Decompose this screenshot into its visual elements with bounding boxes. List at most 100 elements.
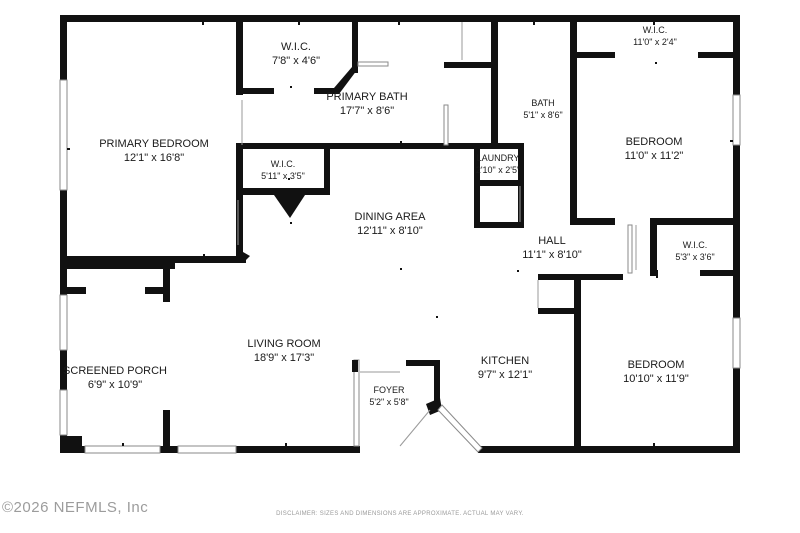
wall-wic-diagonal	[334, 67, 357, 94]
tick	[655, 62, 657, 64]
wall-porch-ledge-right	[145, 287, 170, 294]
tick	[202, 22, 204, 25]
wall-laundry-closet-bottom	[474, 222, 524, 228]
label-primary-bath: PRIMARY BATH	[326, 91, 407, 103]
dims-primary-bedroom: 12'1" x 16'8"	[124, 152, 184, 164]
tick	[517, 270, 519, 272]
dims-primary-bath: 17'7" x 8'6"	[340, 105, 394, 117]
label-laundry: LAUNDRY	[477, 153, 520, 163]
disclaimer-text: DISCLAIMER: SIZES AND DIMENSIONS ARE APP…	[276, 511, 524, 517]
wall-small-wic-bottom	[236, 188, 330, 195]
wall-wic-hall-left	[650, 218, 657, 276]
dims-laundry: 2'10" x 2'5"	[476, 165, 520, 175]
label-primary-bedroom: PRIMARY BEDROOM	[99, 138, 209, 150]
wall-right	[733, 15, 740, 453]
bath-shelf	[357, 61, 389, 67]
dims-bedroom-bottom: 10'10" x 11'9"	[623, 373, 689, 385]
dims-wic-primary-small: 5'11" x 3'5"	[261, 171, 305, 181]
doors	[237, 22, 637, 453]
label-kitchen: KITCHEN	[481, 355, 529, 367]
wall-porch-ledge-left	[60, 287, 86, 294]
dims-kitchen: 9'7" x 12'1"	[478, 369, 532, 381]
bath-shelf-vertical	[443, 104, 449, 146]
wall-bottom-right	[478, 446, 740, 453]
wall-bedroom-top-bottom-left	[570, 218, 615, 225]
dims-wic-primary-top: 7'8" x 4'6"	[272, 55, 320, 67]
wall-laundry-bottom	[474, 180, 522, 186]
dims-living-room: 18'9" x 17'3"	[254, 352, 314, 364]
window-bedroom-bottom	[732, 317, 741, 369]
wall-foyer-left-stub	[352, 360, 358, 372]
label-foyer: FOYER	[373, 385, 405, 395]
wall-wic-hall-bottom-left	[650, 270, 658, 276]
label-living-room: LIVING ROOM	[247, 338, 320, 350]
label-wic-hall: W.I.C.	[683, 240, 708, 250]
tick	[400, 141, 402, 143]
wall-foyer-top	[406, 360, 440, 366]
tick	[730, 140, 733, 142]
label-hall: HALL	[538, 235, 566, 247]
label-screened-porch: SCREENED PORCH	[63, 365, 167, 377]
window-porch-bottom	[84, 445, 161, 454]
tick	[203, 254, 205, 256]
tick	[288, 178, 290, 180]
wall-bedroom-bottom-left	[574, 274, 581, 453]
label-wic-primary-small: W.I.C.	[271, 159, 296, 169]
tick	[290, 86, 292, 88]
dims-wic-top-right: 11'0" x 2'4"	[633, 37, 677, 47]
tick	[298, 22, 300, 25]
wall-wic-tr-bottom-right	[698, 52, 740, 58]
window-porch-upper	[59, 294, 68, 351]
wall-porch-top	[60, 262, 175, 269]
dims-foyer: 5'2" x 5'8"	[369, 397, 408, 407]
label-bedroom-bottom: BEDROOM	[628, 359, 685, 371]
dims-hall: 11'1" x 8'10"	[522, 249, 582, 261]
wall-laundry-right	[518, 143, 524, 228]
wall-wic-tr-bottom-left	[570, 52, 615, 58]
room-labels: PRIMARY BEDROOM 12'1" x 16'8" W.I.C. 7'8…	[63, 25, 715, 407]
wall-wic-bottom-left	[236, 88, 274, 94]
wall-primary-wic-left	[236, 15, 243, 95]
tick	[653, 443, 655, 446]
dims-wic-hall: 5'3" x 3'6"	[675, 252, 714, 262]
window-bedroom-top	[732, 94, 741, 146]
tick	[67, 148, 70, 150]
dims-dining-area: 12'11" x 8'10"	[357, 225, 423, 237]
label-bedroom-top: BEDROOM	[626, 136, 683, 148]
wall-primary-bed-right	[236, 145, 243, 263]
wall-left	[60, 15, 67, 453]
wall-hall-closet-top	[538, 274, 580, 280]
tick	[653, 22, 655, 25]
porch-corner-post	[60, 436, 82, 453]
dimension-ticks	[67, 22, 733, 446]
wall-bath-left	[491, 15, 498, 145]
tick	[290, 222, 292, 224]
tick	[122, 443, 124, 446]
wall-porch-divider-upper	[163, 262, 170, 302]
tick	[398, 22, 400, 25]
tick	[533, 22, 535, 25]
tick	[285, 443, 287, 446]
tick	[400, 268, 402, 270]
label-wic-top-right: W.I.C.	[643, 25, 668, 35]
wall-laundry-top	[474, 143, 524, 149]
copyright-watermark: ©2026 NEFMLS, Inc	[2, 499, 149, 516]
wall-wic-bottom-right	[314, 88, 334, 94]
wall-bedroom-bottom-top	[581, 274, 623, 280]
wall-hall-closet-bottom	[538, 308, 576, 314]
wall-top	[60, 15, 740, 22]
wall-porch-divider-lower	[163, 410, 170, 453]
wall-primary-bed-bottom	[60, 256, 246, 263]
windows	[59, 79, 741, 454]
wall-bedroom-top-bottom-right	[652, 218, 740, 225]
tick	[436, 316, 438, 318]
dims-bedroom-top: 11'0" x 11'2"	[625, 150, 684, 162]
wall-bedroom-top-left	[570, 15, 577, 225]
door-foyer-entry-left	[399, 409, 431, 447]
wall-small-wic-notch	[274, 195, 305, 218]
window-living-bottom	[177, 445, 237, 454]
wall-foyer-right	[434, 360, 440, 404]
wall-bath-bottom	[236, 143, 476, 149]
dims-bath: 5'1" x 8'6"	[523, 110, 562, 120]
